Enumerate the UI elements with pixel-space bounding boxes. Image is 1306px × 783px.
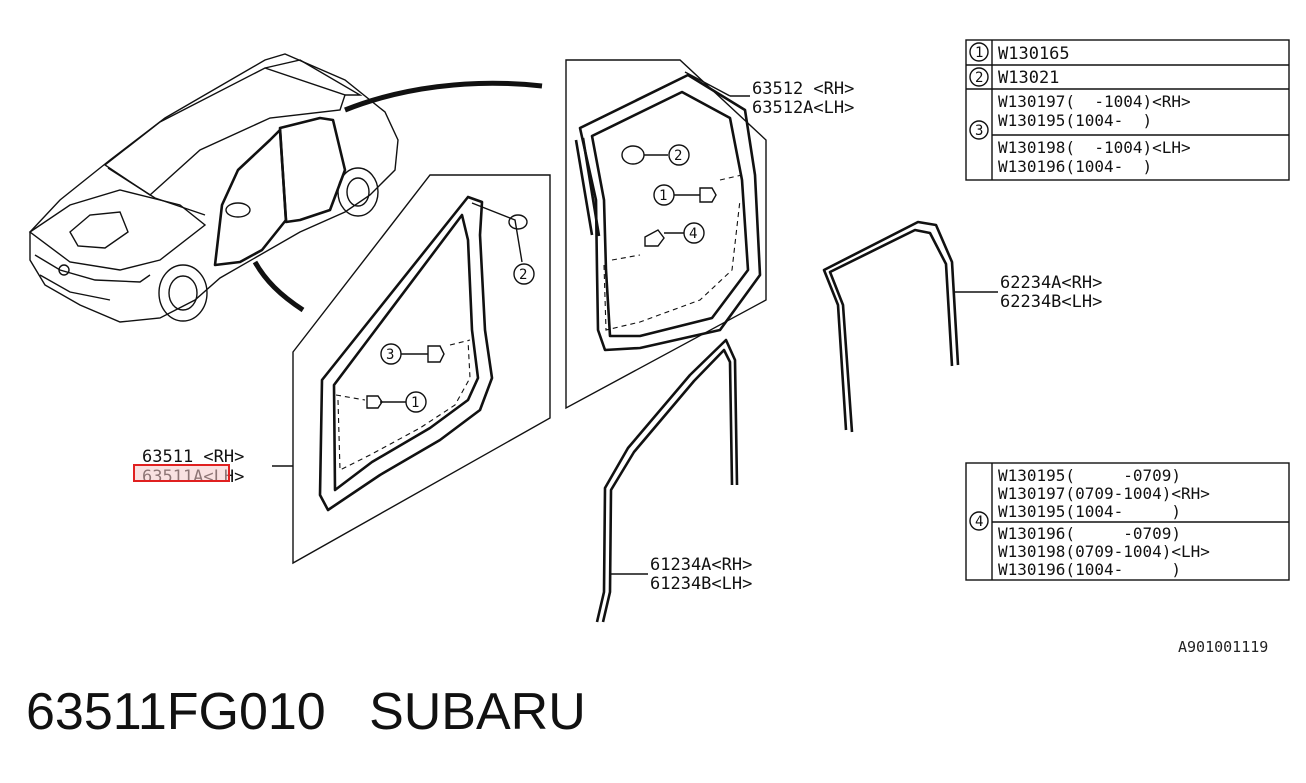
table1-row-3-line-2: W130195(1004- ) [998, 111, 1152, 130]
table2-line-1: W130195( -0709) [998, 466, 1181, 485]
footer-title: 63511FG010 SUBARU [26, 682, 586, 742]
callout-rear-glass-rh: 62234A<RH> [1000, 273, 1102, 293]
clip-number-4-rear: 4 [689, 226, 697, 242]
table1-row-3-line-4: W130196(1004- ) [998, 157, 1152, 176]
table2-line-4: W130196( -0709) [998, 524, 1181, 543]
callout-front-door-rh: 63511 <RH> [142, 447, 244, 467]
clip-table-2: 4 W130195( -0709) W130197(0709-1004)<RH>… [965, 462, 1290, 581]
clip-number-2-rear: 2 [674, 148, 682, 164]
rear-door-panel [565, 59, 767, 410]
clip-number-1-rear: 1 [659, 188, 667, 204]
table2-key-4: 4 [975, 514, 983, 530]
table2-line-2: W130197(0709-1004)<RH> [998, 484, 1210, 503]
table2-line-5: W130198(0709-1004)<LH> [998, 542, 1210, 561]
table1-row-3-line-1: W130197( -1004)<RH> [998, 92, 1191, 111]
front-glass-run [595, 338, 739, 623]
rear-glass-run [822, 220, 960, 433]
car-illustration [28, 53, 543, 323]
brand-name: SUBARU [369, 683, 586, 741]
front-door-panel [292, 174, 551, 565]
clip-number-1-front: 1 [411, 395, 419, 411]
table2-line-3: W130195(1004- ) [998, 502, 1181, 521]
table1-row-1: W130165 [998, 44, 1070, 64]
callout-rear-door-lh: 63512A<LH> [752, 98, 854, 118]
clip-number-3-front: 3 [386, 347, 394, 363]
figure-reference: A901001119 [1178, 638, 1268, 656]
clip-table-1: 1 W130165 2 W13021 3 W130197( -1004)<RH>… [965, 39, 1290, 181]
table1-key-3: 3 [975, 123, 983, 139]
callout-front-glass-lh: 61234B<LH> [650, 574, 752, 594]
clip-number-2-front: 2 [519, 267, 527, 283]
callout-front-glass-rh: 61234A<RH> [650, 555, 752, 575]
table1-key-2: 2 [975, 70, 983, 86]
table2-line-6: W130196(1004- ) [998, 560, 1181, 579]
callout-rear-door-rh: 63512 <RH> [752, 79, 854, 99]
clip-numbers: 2 3 1 2 1 4 [386, 148, 697, 411]
table1-row-3-line-3: W130198( -1004)<LH> [998, 138, 1191, 157]
callout-rear-glass-lh: 62234B<LH> [1000, 292, 1102, 312]
part-number: 63511FG010 [26, 683, 326, 741]
table1-key-1: 1 [975, 45, 983, 61]
table1-row-2: W13021 [998, 68, 1059, 88]
highlight-box [133, 464, 230, 482]
callout-labels: 63511 <RH> 63511A<LH> 63512 <RH> 63512A<… [133, 71, 1102, 594]
